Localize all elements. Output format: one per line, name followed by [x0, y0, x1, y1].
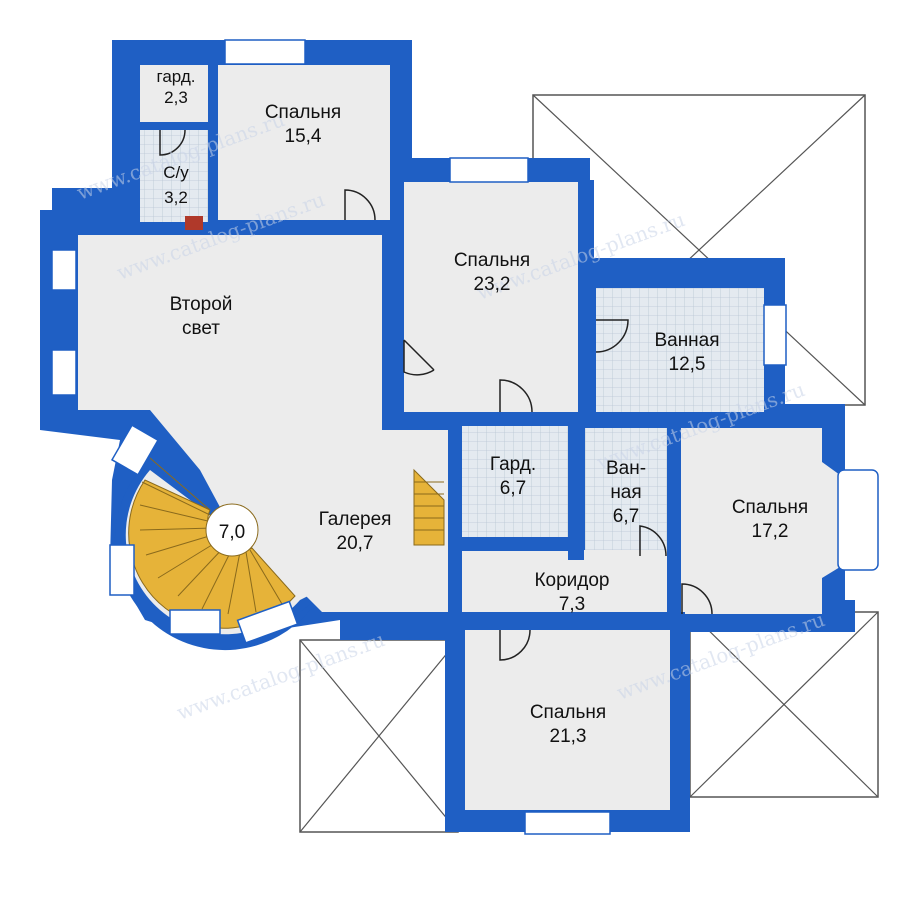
label-wc-area: 3,2 [164, 188, 188, 207]
label-gard2-area: 6,7 [500, 478, 526, 499]
label-bed4-area: 21,3 [550, 726, 587, 747]
label-bed2-name: Спальня [454, 250, 530, 271]
label-bed1-name: Спальня [265, 102, 341, 123]
spiral-stair [128, 457, 445, 629]
label-bed1-area: 15,4 [285, 126, 322, 147]
label-gard2-name: Гард. [490, 454, 536, 475]
label-stair-area: 7,0 [219, 522, 245, 543]
label-gard-small-name: гард. [157, 67, 196, 86]
label-corridor-area: 7,3 [559, 594, 585, 615]
label-bath-small-line1: Ван- [606, 458, 646, 479]
label-wc-name: С/у [163, 163, 189, 182]
label-bed3-name: Спальня [732, 497, 808, 518]
label-bath-small-line2: ная [610, 482, 641, 503]
roof-bottom-left [299, 639, 459, 833]
label-bed4-name: Спальня [530, 702, 606, 723]
label-bed2-area: 23,2 [474, 274, 511, 295]
room-labels: гард. 2,3 С/у 3,2 Спальня 15,4 Спальня 2… [157, 67, 809, 747]
label-gallery-area: 20,7 [337, 533, 374, 554]
chimney-icon [185, 216, 203, 230]
windows [51, 39, 879, 835]
label-gard-small-area: 2,3 [164, 88, 188, 107]
straight-stair [413, 468, 445, 546]
label-bath-small-area: 6,7 [613, 506, 639, 527]
doors [159, 129, 713, 661]
label-second-light-line1: Второй [170, 294, 233, 315]
label-gallery-name: Галерея [319, 509, 392, 530]
floors [78, 65, 858, 810]
label-bath-big-area: 12,5 [669, 354, 706, 375]
interior-walls [135, 60, 782, 630]
label-bath-big-name: Ванная [654, 330, 719, 351]
label-second-light-line2: свет [182, 318, 220, 339]
label-bed3-area: 17,2 [752, 521, 789, 542]
label-corridor-name: Коридор [534, 570, 609, 591]
